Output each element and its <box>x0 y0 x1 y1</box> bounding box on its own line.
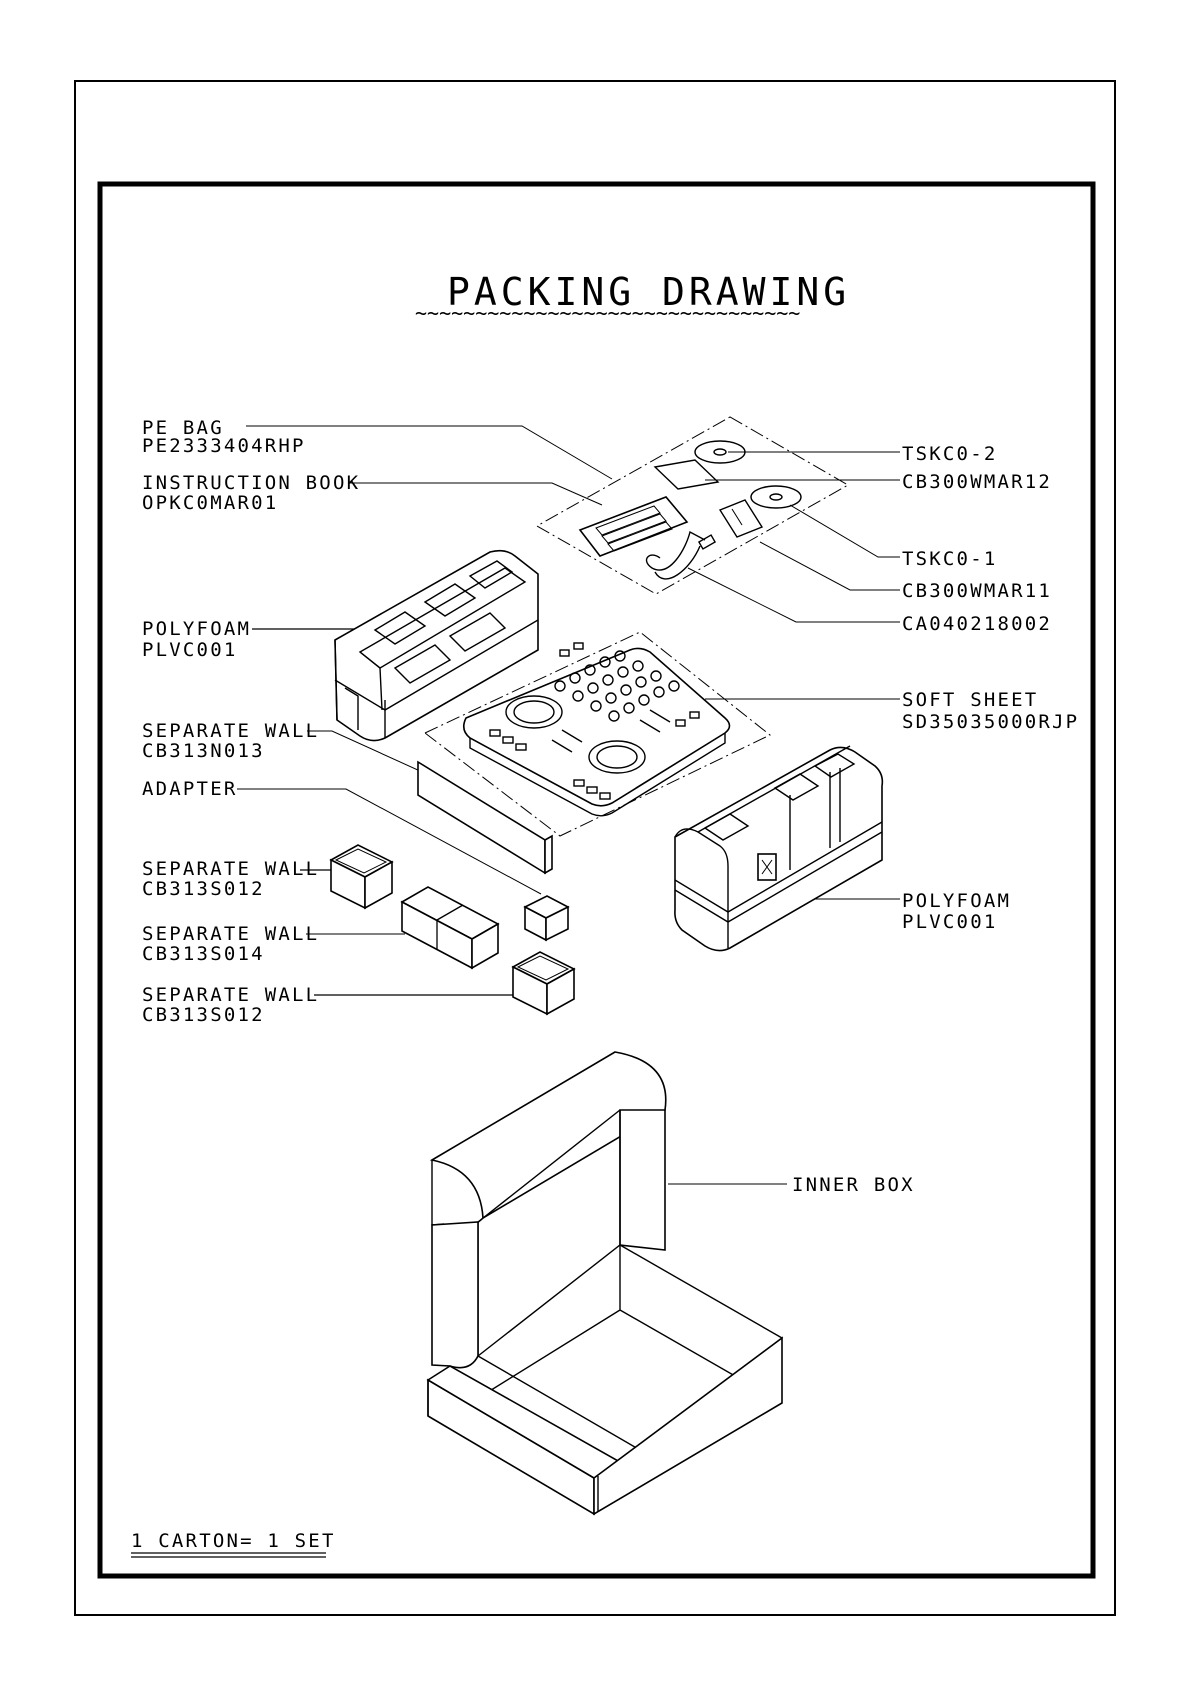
adapter-block <box>523 895 570 942</box>
inner-box <box>426 1051 784 1516</box>
instruction-book <box>578 496 689 557</box>
svg-text:SEPARATE WALL: SEPARATE WALL <box>142 720 319 742</box>
svg-text:INSTRUCTION BOOK: INSTRUCTION BOOK <box>142 472 360 494</box>
svg-text:CB313S012: CB313S012 <box>142 878 265 900</box>
callout-ca040218002: CA040218002 <box>687 567 1052 635</box>
svg-text:OPKC0MAR01: OPKC0MAR01 <box>142 492 278 514</box>
callout-cb300wmar12: CB300WMAR12 <box>705 471 1052 493</box>
title-underline: ~~~~~~~~~~~~~~~~~~~~~~~~~~~~~~~~ <box>415 301 800 325</box>
callout-instruction-book: INSTRUCTION BOOK OPKC0MAR01 <box>142 472 603 514</box>
cd-disc-tskc0-1 <box>750 485 802 509</box>
svg-text:PLVC001: PLVC001 <box>142 639 237 661</box>
cd-disc-tskc0-2 <box>694 440 746 464</box>
svg-text:SEPARATE WALL: SEPARATE WALL <box>142 858 319 880</box>
separate-wall-box-s012-a <box>329 844 394 910</box>
callout-separate-wall-s012-a: SEPARATE WALL CB313S012 <box>142 858 332 900</box>
svg-text:PE2333404RHP: PE2333404RHP <box>142 435 306 457</box>
drawing-title: PACKING DRAWING <box>447 270 850 314</box>
polyfoam-left <box>334 549 539 742</box>
callout-polyfoam-left: POLYFOAM PLVC001 <box>142 618 360 661</box>
carton-note: 1 CARTON= 1 SET <box>131 1530 336 1558</box>
svg-text:PE BAG: PE BAG <box>142 417 224 439</box>
svg-text:POLYFOAM: POLYFOAM <box>142 618 251 640</box>
outer-border <box>74 80 1116 1616</box>
svg-text:PLVC001: PLVC001 <box>902 911 997 933</box>
card-cb300wmar11 <box>718 499 764 538</box>
svg-text:CB300WMAR12: CB300WMAR12 <box>902 471 1052 493</box>
svg-text:CB313S014: CB313S014 <box>142 943 265 965</box>
svg-text:CA040218002: CA040218002 <box>902 613 1052 635</box>
svg-text:SOFT SHEET: SOFT SHEET <box>902 689 1038 711</box>
svg-text:SD35035000RJP: SD35035000RJP <box>902 711 1079 733</box>
pe-bag-outline <box>535 416 850 595</box>
dj-controller <box>462 642 731 817</box>
inner-border <box>97 181 1096 1579</box>
svg-text:INNER BOX: INNER BOX <box>792 1174 915 1196</box>
svg-text:SEPARATE WALL: SEPARATE WALL <box>142 923 319 945</box>
svg-text:TSKC0-1: TSKC0-1 <box>902 548 997 570</box>
polyfoam-right <box>674 745 884 952</box>
callout-tskc0-1: TSKC0-1 <box>789 504 997 570</box>
separate-wall-panel <box>417 760 553 875</box>
svg-text:CB313S012: CB313S012 <box>142 1004 265 1026</box>
svg-text:ADAPTER: ADAPTER <box>142 778 237 800</box>
svg-text:1 CARTON= 1 SET: 1 CARTON= 1 SET <box>131 1530 336 1552</box>
callout-separate-wall-n013: SEPARATE WALL CB313N013 <box>142 720 454 787</box>
svg-text:CB300WMAR11: CB300WMAR11 <box>902 580 1052 602</box>
soft-sheet-outline <box>424 631 771 837</box>
callout-adapter: ADAPTER <box>142 778 542 895</box>
callout-separate-wall-s012-b: SEPARATE WALL CB313S012 <box>142 984 517 1026</box>
separate-wall-box-s012-b <box>511 951 576 1016</box>
callout-separate-wall-s014: SEPARATE WALL CB313S014 <box>142 923 405 965</box>
separate-wall-tray-s014 <box>400 886 500 970</box>
callout-inner-box: INNER BOX <box>668 1174 915 1196</box>
usb-cable <box>645 530 717 580</box>
svg-text:SEPARATE WALL: SEPARATE WALL <box>142 984 319 1006</box>
svg-text:TSKC0-2: TSKC0-2 <box>902 443 997 465</box>
callout-cb300wmar11: CB300WMAR11 <box>759 541 1052 602</box>
callout-polyfoam-right: POLYFOAM PLVC001 <box>780 890 1011 933</box>
card-cb300wmar12 <box>653 459 720 490</box>
callout-pe-bag: PE BAG PE2333404RHP <box>142 417 613 480</box>
svg-text:POLYFOAM: POLYFOAM <box>902 890 1011 912</box>
svg-text:CB313N013: CB313N013 <box>142 740 265 762</box>
callout-soft-sheet: SOFT SHEET SD35035000RJP <box>705 689 1079 733</box>
callout-tskc0-2: TSKC0-2 <box>728 443 997 465</box>
